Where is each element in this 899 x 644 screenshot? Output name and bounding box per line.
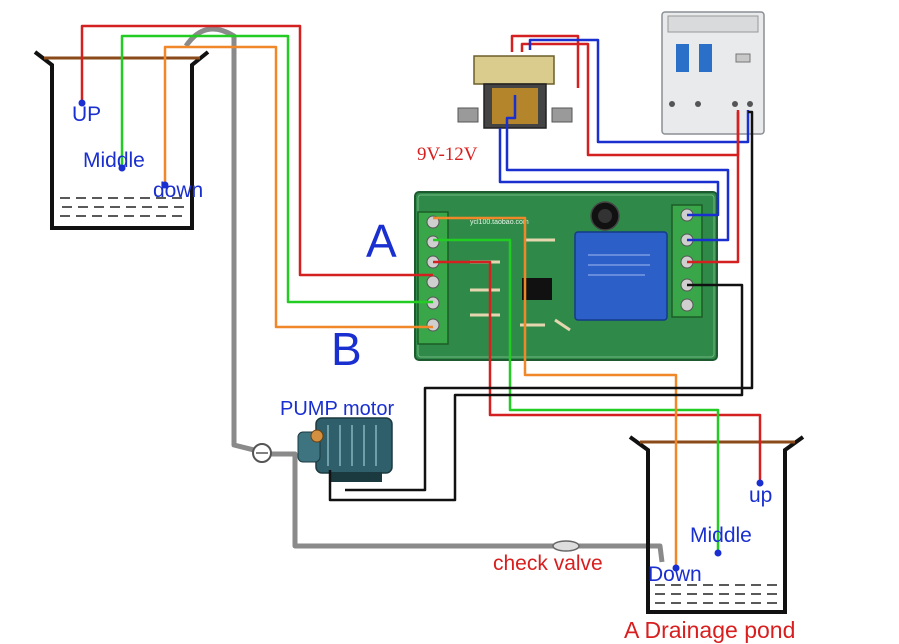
left-down-label: down <box>153 179 204 202</box>
left-middle-label: Middle <box>83 149 145 172</box>
right-tank <box>628 435 805 614</box>
voltage-label: 9V-12V <box>417 144 478 165</box>
wires <box>80 24 762 568</box>
wire-motor-1 <box>328 283 744 502</box>
wire-transformer-ac-3 <box>528 38 750 144</box>
breaker-body <box>661 11 765 135</box>
terminal-a-label: A <box>366 215 397 267</box>
ic-chip <box>522 278 552 300</box>
wire-transformer-ac-1 <box>510 34 580 88</box>
breaker-switch-2 <box>699 44 712 72</box>
drainage-pond-label: A Drainage pond <box>624 617 796 643</box>
right-tank-outline <box>628 435 805 614</box>
wire-transformer-1 <box>498 128 720 217</box>
right-up-label: up <box>749 484 773 507</box>
wire-breaker-live <box>687 112 740 264</box>
terminal-b-label: B <box>331 323 362 375</box>
left-tank <box>33 50 210 230</box>
right-tank-water <box>655 584 778 604</box>
left-tank-outline <box>33 50 210 230</box>
pump-motor <box>297 417 393 482</box>
probe-tips <box>78 99 764 572</box>
discharge-pipe <box>262 451 665 563</box>
wire-right-up <box>433 260 762 483</box>
check-valve-label: check valve <box>493 552 603 575</box>
left-up-label: UP <box>72 103 102 126</box>
wire-left-up <box>80 24 433 277</box>
wire-right-down <box>433 216 678 568</box>
pump-motor-label: PUMP motor <box>280 398 395 420</box>
breaker-switch-1 <box>676 44 689 72</box>
relay <box>574 231 668 321</box>
wire-left-down <box>163 45 433 329</box>
suction-pipe <box>183 26 263 455</box>
wire-left-middle <box>120 34 433 304</box>
check-valve-symbol <box>552 540 580 552</box>
circuit-breaker <box>661 11 765 135</box>
wire-right-middle <box>433 238 720 553</box>
right-middle-label: Middle <box>690 524 752 547</box>
transformer-label-plate <box>473 55 555 85</box>
transformer <box>457 55 573 129</box>
wire-motor-2 <box>345 110 754 492</box>
left-tank-water <box>60 197 185 217</box>
wire-transformer-2 <box>505 95 730 242</box>
board-silk-text: ycl100.taobao.com <box>470 219 529 226</box>
right-down-label: Down <box>648 563 702 586</box>
